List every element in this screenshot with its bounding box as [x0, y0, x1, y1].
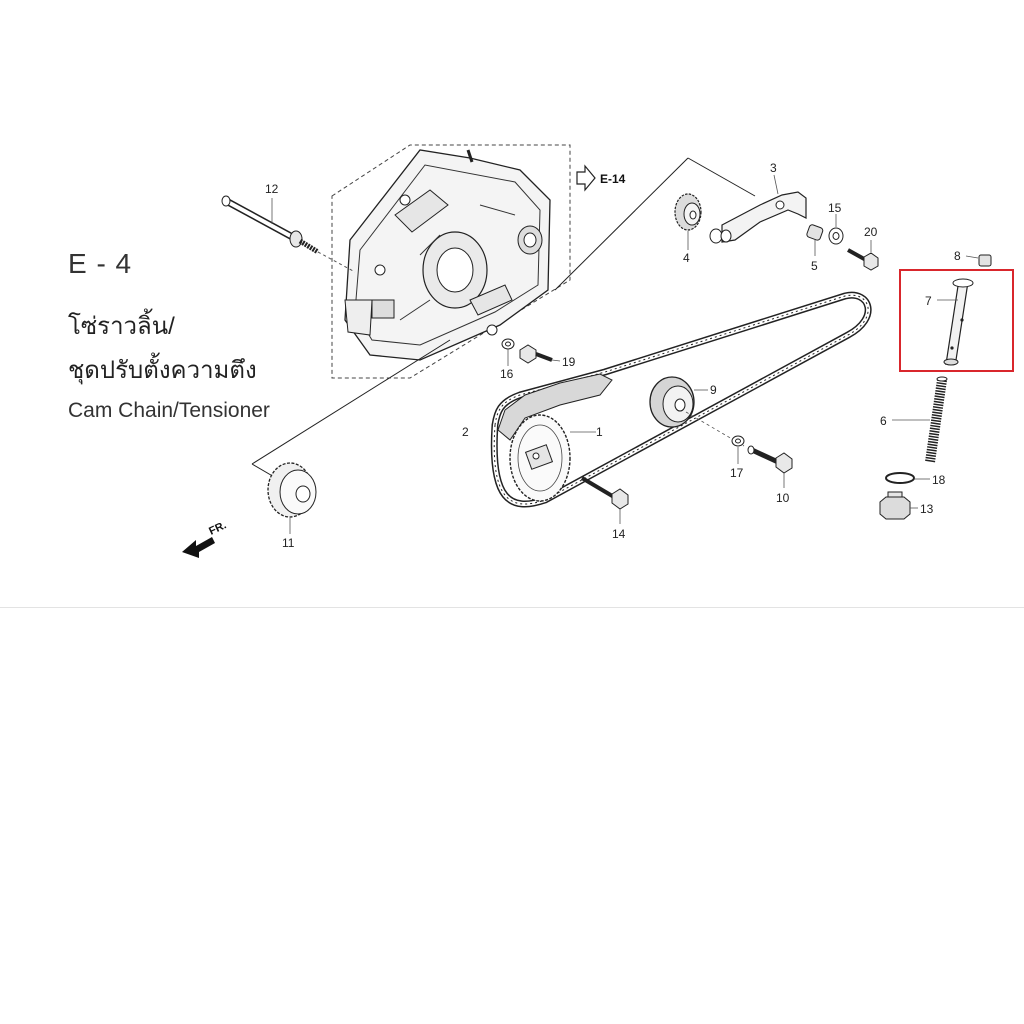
callout-15: 15 — [828, 201, 842, 215]
part-11-crank-sprocket — [267, 462, 317, 534]
front-direction-label: FR. — [207, 519, 228, 537]
part-12-stud-bolt — [221, 195, 356, 273]
callout-3: 3 — [770, 161, 777, 175]
part-18-o-ring — [885, 472, 930, 484]
callout-11: 11 — [282, 536, 295, 550]
callout-5: 5 — [811, 259, 818, 273]
title-thai-line-2: ชุดปรับตั้งความตึง — [68, 357, 257, 384]
callout-10: 10 — [776, 491, 790, 505]
callout-13: 13 — [920, 502, 934, 516]
part-15-washer — [828, 214, 844, 245]
part-4-idle-sprocket — [674, 193, 702, 250]
part-8-cap — [965, 254, 992, 267]
callout-7: 7 — [925, 294, 932, 308]
highlight-box-part-7 — [899, 269, 1014, 372]
callout-16: 16 — [500, 367, 514, 381]
callout-14: 14 — [612, 527, 626, 541]
part-10-bolt — [747, 445, 793, 488]
part-17-washer — [731, 435, 745, 464]
callout-19: 19 — [562, 355, 576, 369]
page-reference-arrow: E-14 — [576, 164, 626, 192]
part-13-sealing-bolt — [879, 491, 918, 520]
callout-12: 12 — [265, 182, 279, 196]
part-19-bolt — [519, 344, 561, 364]
part-3-tensioner-arm — [709, 174, 807, 244]
part-16-washer — [501, 338, 515, 366]
callout-8: 8 — [954, 249, 961, 263]
callout-6: 6 — [880, 414, 887, 428]
callout-4: 4 — [683, 251, 690, 265]
part-5-collar — [806, 224, 824, 256]
part-1-cam-sprocket — [509, 414, 596, 502]
callout-17: 17 — [730, 466, 744, 480]
page-divider — [0, 607, 1024, 608]
part-14-bolt — [580, 476, 629, 524]
callout-18: 18 — [932, 473, 946, 487]
page-reference-label: E-14 — [600, 172, 626, 186]
callout-2: 2 — [462, 425, 469, 439]
part-2-cam-chain — [490, 291, 872, 508]
callout-labels: 1 2 3 4 5 6 7 8 9 10 11 12 13 14 15 16 1… — [265, 161, 961, 550]
part-7-tensioner-pushrod — [937, 278, 974, 366]
part-20-bolt — [847, 240, 879, 271]
callout-20: 20 — [864, 225, 878, 239]
callout-9: 9 — [710, 383, 717, 397]
section-code: E - 4 — [68, 248, 133, 279]
front-direction-marker: FR. — [182, 519, 228, 558]
title-thai-line-1: โซ่ราวลิ้น/ — [68, 313, 175, 340]
callout-1: 1 — [596, 425, 603, 439]
crankcase-assembly — [331, 144, 571, 379]
title-english: Cam Chain/Tensioner — [68, 399, 270, 422]
part-6-tensioner-spring — [892, 376, 948, 463]
